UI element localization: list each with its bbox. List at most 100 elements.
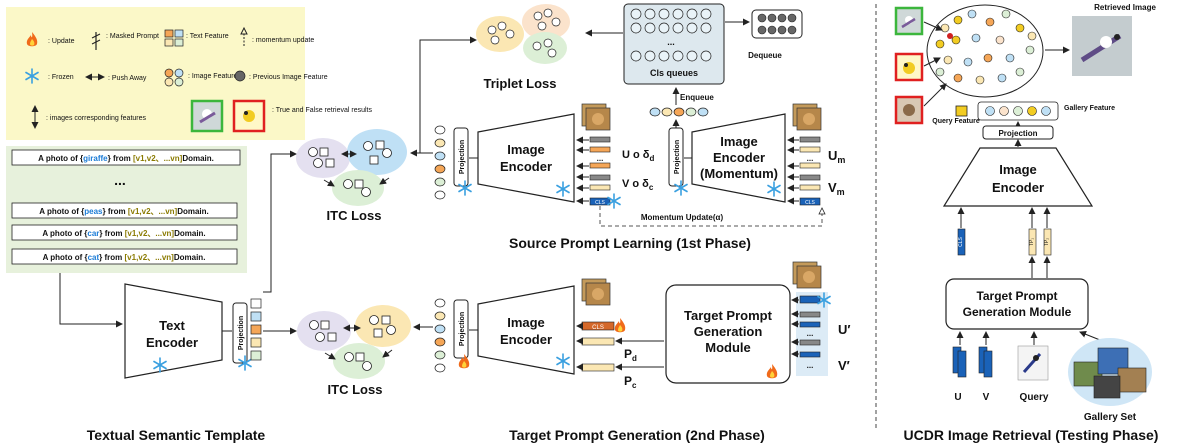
gallery-set-label: Gallery Set (1084, 412, 1137, 423)
legend-masked-prompt: : Masked Prompt (106, 33, 159, 40)
ucdr-image-encoder: Image Encoder (942, 147, 1094, 207)
tpgm-label-2: Generation (694, 324, 763, 339)
token-arrows-4 (791, 296, 799, 358)
template-row-2: A photo of {peas} from [v1,v2、...vn]Doma… (39, 207, 209, 216)
ucdr-tpgm-label-2: Generation Module (963, 305, 1072, 319)
retrieval-space (926, 4, 1044, 98)
image-encoder-label-1: Image (507, 315, 545, 330)
v-token-stack (978, 346, 993, 378)
momentum-encoder-label-3: (Momentum) (700, 166, 778, 181)
false-result-thumb-1 (894, 52, 924, 82)
legend-images-corresponding: : images corresponding features (46, 115, 146, 122)
target-prompt-tokens: CLS (581, 318, 626, 372)
retrieved-image-label: Retrieved Image (1094, 3, 1156, 12)
image-encoder-1: Image Encoder (477, 113, 575, 203)
text-feature-icon (164, 29, 184, 47)
ucdr-title: UCDR Image Retrieval (Testing Phase) (904, 427, 1159, 443)
projection-label: Projection (998, 129, 1037, 138)
legend-text-feature: : Text Feature (186, 33, 229, 40)
image-feature-stack-2 (434, 298, 446, 373)
false-thumb-arrow-1 (923, 57, 941, 67)
itc-loss-cluster-1 (296, 129, 407, 206)
cls-label: CLS (592, 325, 604, 331)
tpgm-label-1: Target Prompt (684, 308, 773, 323)
template-ellipsis: ... (114, 172, 126, 188)
momentum-update-label: Momentum Update(α) (641, 213, 724, 222)
projection-label: Projection (674, 140, 681, 174)
query-label: Query (1020, 392, 1049, 403)
legend-momentum-update: : momentum update (252, 37, 314, 44)
u-delta-d-label: U o δd (622, 149, 654, 163)
cls-queues-label: Cls queues (650, 68, 698, 78)
masked-prompt-icon (91, 32, 101, 50)
image-projection-2: Projection (453, 299, 470, 369)
true-thumb-arrow (923, 21, 943, 31)
dequeue-label: Dequeue (748, 51, 782, 60)
dots-label: ... (807, 329, 814, 338)
query-feature-label: Query Feature (932, 118, 980, 125)
target-prompt-generation-module: Target Prompt Generation Module (665, 284, 791, 384)
momentum-update-arrowhead (818, 207, 826, 215)
v-label: V (983, 392, 990, 403)
itc-loss-cluster-2 (297, 305, 411, 379)
retrieved-image (1072, 16, 1132, 76)
ucdr-tpgm-label-1: Target Prompt (976, 289, 1057, 303)
false-result-icon (232, 99, 266, 133)
gallery-feature-box (977, 101, 1059, 121)
query-feature-box (955, 105, 968, 117)
lion-image-stack-3 (581, 278, 611, 306)
source-prompt-tokens-2: ... ... (796, 292, 831, 376)
dots-label: ... (807, 154, 814, 163)
enqueue-features (649, 107, 709, 117)
tpgm-label-3: Module (705, 340, 751, 355)
u-m-label: Um (828, 148, 845, 165)
itc-loss-label-2: ITC Loss (328, 382, 383, 397)
true-result-thumb (894, 6, 924, 36)
image-encoder-2: Image Encoder (477, 285, 575, 375)
false-thumb-arrow-2 (923, 83, 947, 107)
projection-label: Projection (238, 316, 245, 350)
u-label: U (954, 392, 961, 403)
legend-image-feature: : Image Feature (188, 73, 238, 80)
gallery-arrow (1079, 330, 1101, 341)
v-m-label: Vm (828, 180, 845, 197)
momentum-encoder-label-2: Encoder (713, 150, 765, 165)
itc-loss-label-1: ITC Loss (327, 208, 382, 223)
cls-label: CLS (595, 200, 605, 206)
projection-label: Projection (459, 140, 466, 174)
template-row (11, 224, 238, 241)
tp1-label: TP₁ (1029, 238, 1035, 246)
template-row-4: A photo of {cat} from [v1,v2、...vn]Domai… (43, 253, 206, 262)
v-delta-c-label: V o δc (622, 178, 654, 192)
template-row (11, 149, 241, 166)
u-token-stack (952, 346, 967, 378)
tp2-label: TP₂ (1044, 238, 1050, 246)
template-row-3: A photo of {car} from [v1,v2、...vn]Domai… (42, 229, 205, 238)
template-row-1: A photo of {giraffe} from [v1,v2、...vn]D… (38, 154, 214, 163)
text-encoder-label-1: Text (159, 318, 185, 333)
legend-panel: : Update : Masked Prompt : Text Feature … (6, 7, 372, 140)
v-prime-label: V′ (838, 358, 850, 373)
phase1-title: Source Prompt Learning (1st Phase) (509, 235, 751, 251)
p-d-label: Pd (624, 347, 637, 363)
text-to-itc1-arrow (263, 150, 297, 293)
image-encoder-label-2: Encoder (500, 332, 552, 347)
image-encoder-label-2: Encoder (500, 159, 552, 174)
text-encoder-label-2: Encoder (146, 335, 198, 350)
prompt-tokens-1: ... CLS (589, 136, 621, 209)
image-encoder-label-1: Image (507, 142, 545, 157)
gallery-feature-label: Gallery Feature (1064, 105, 1115, 112)
cls-queues: ... Cls queues (623, 3, 725, 85)
prompt-tokens-momentum: ... CLS (799, 136, 821, 206)
cls-label: CLS (958, 236, 964, 246)
p-c-label: Pc (624, 374, 637, 390)
legend-frozen: : Frozen (48, 74, 74, 81)
image-feature-icon (164, 68, 184, 87)
enqueue-label: Enqueue (680, 93, 714, 102)
triplet-loss-label: Triplet Loss (484, 76, 557, 91)
ucdr-encoder-label-1: Image (999, 162, 1037, 177)
projection-label: Projection (459, 312, 466, 346)
momentum-encoder-label-1: Image (720, 134, 758, 149)
ucdr-encoder-label-2: Encoder (992, 180, 1044, 195)
text-feature-stack (250, 298, 262, 361)
